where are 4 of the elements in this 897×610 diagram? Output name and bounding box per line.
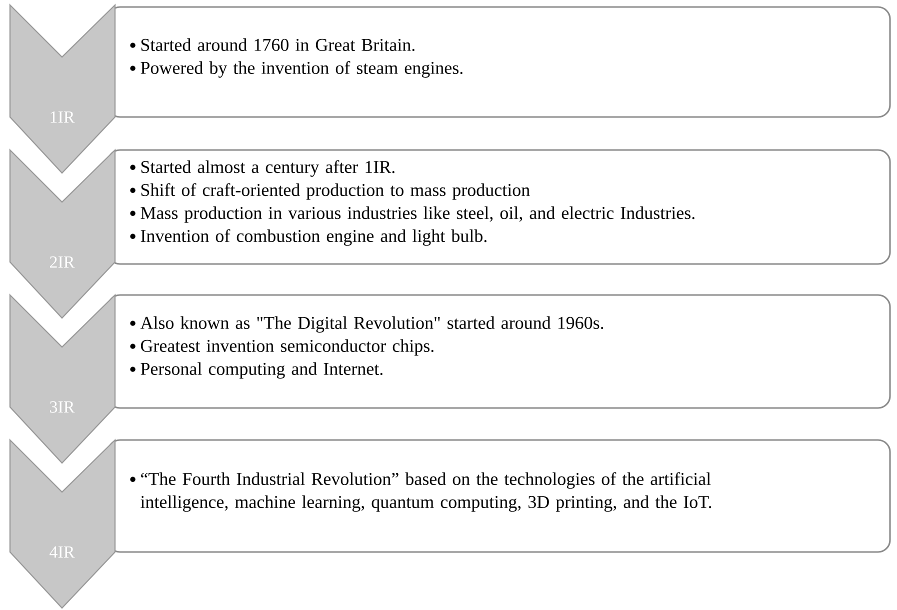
text-box: “The Fourth Industrial Revolution” based on the technologies of the artificial intelligence, machine learning, quantum computing, 3D printing, and the IoT.: [107, 439, 891, 553]
text-box: Started around 1760 in Great Britain. Powered by the invention of steam engines.: [107, 6, 891, 118]
text-box: Also known as "The Digital Revolution" started around 1960s. Greatest invention semiconductor chips. Personal computing and Internet.: [107, 294, 891, 409]
text-box: Started almost a century after 1IR. Shift of craft-oriented production to mass production Mass production in various industries like steel, oil, and electric Industries. Invention of combustion engine and light bulb.: [107, 149, 891, 265]
